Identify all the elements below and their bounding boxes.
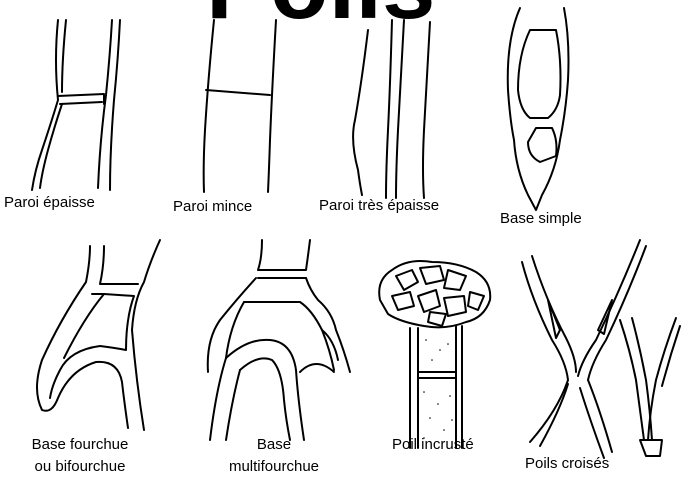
hair-very-thick-wall-drawing xyxy=(353,20,430,198)
hair-multi-forked-base-drawing xyxy=(208,240,350,440)
label-forked-base-line1: Base fourchue xyxy=(14,436,146,454)
label-multi-forked-base-line2: multifourchue xyxy=(214,458,334,476)
label-simple-base: Base simple xyxy=(500,210,582,228)
hair-crossed-drawing xyxy=(522,240,680,458)
label-encrusted-hair: Poil incrusté xyxy=(392,436,474,454)
hair-thin-wall-drawing xyxy=(204,20,276,192)
label-forked-base-line2: ou bifourchue xyxy=(14,458,146,476)
label-very-thick-wall: Paroi très épaisse xyxy=(319,197,439,215)
hair-forked-base-drawing xyxy=(37,240,160,430)
hair-thick-wall-drawing xyxy=(32,20,120,190)
hair-simple-base-drawing xyxy=(508,8,569,210)
label-thick-wall: Paroi épaisse xyxy=(4,194,95,212)
label-thin-wall: Paroi mince xyxy=(173,198,252,216)
label-forked-base: Base fourchue ou bifourchue xyxy=(14,436,146,476)
label-multi-forked-base-line1: Base xyxy=(214,436,334,454)
hair-encrusted-drawing xyxy=(379,261,490,448)
label-multi-forked-base: Base multifourchue xyxy=(214,436,334,476)
label-crossed-hairs: Poils croisés xyxy=(525,455,609,473)
